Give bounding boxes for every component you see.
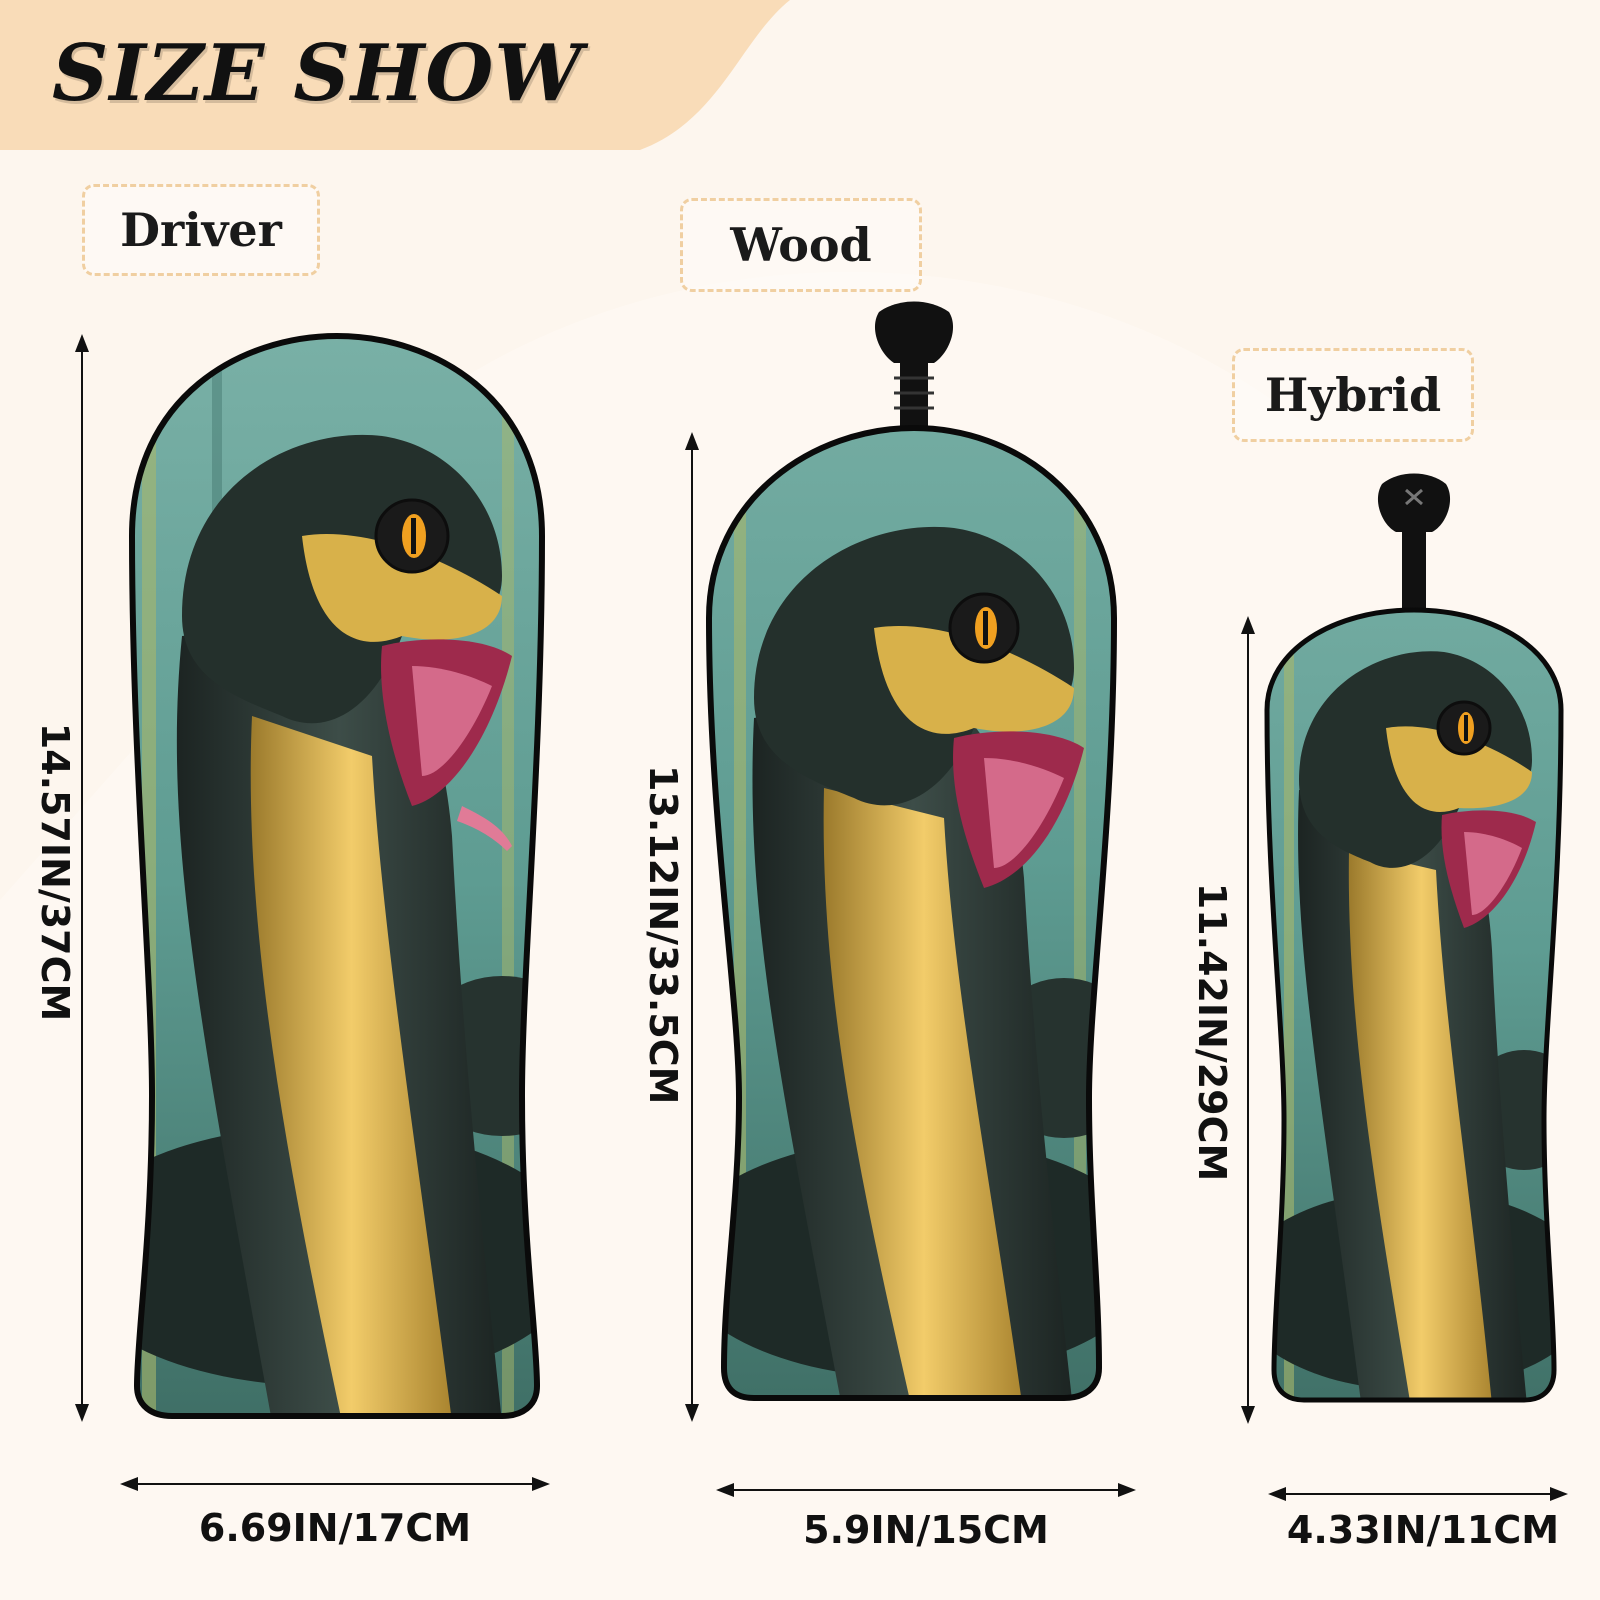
hybrid-hanging-tab xyxy=(1377,473,1451,614)
hybrid-tag: Hybrid xyxy=(1232,348,1474,442)
hybrid-snake-artwork xyxy=(1267,610,1561,1400)
driver-tag: Driver xyxy=(82,184,320,276)
driver-height-arrow xyxy=(75,334,89,1422)
wood-tag-label: Wood xyxy=(730,218,872,272)
driver-headcover xyxy=(128,332,546,1419)
wood-hanging-tab xyxy=(874,301,954,432)
wood-height-label: 13.12IN/33.5CM xyxy=(641,765,685,1105)
hybrid-height-arrow xyxy=(1241,616,1255,1424)
hybrid-width-label: 4.33IN/11CM xyxy=(1286,1508,1560,1552)
hybrid-width-arrow xyxy=(1268,1487,1568,1501)
wood-width-arrow xyxy=(716,1483,1136,1497)
driver-snake-artwork xyxy=(132,336,542,1416)
wood-height-arrow xyxy=(685,432,699,1422)
page-title: SIZE SHOW xyxy=(52,28,583,119)
driver-tag-label: Driver xyxy=(120,203,282,257)
hybrid-tag-label: Hybrid xyxy=(1264,368,1442,422)
driver-width-arrow xyxy=(120,1477,550,1491)
driver-height-label: 14.57IN/37CM xyxy=(33,722,77,1022)
wood-tag: Wood xyxy=(680,198,922,292)
wood-width-label: 5.9IN/15CM xyxy=(803,1508,1049,1552)
wood-snake-artwork xyxy=(709,428,1114,1398)
driver-width-label: 6.69IN/17CM xyxy=(198,1506,472,1550)
wood-headcover xyxy=(705,301,1118,1401)
hybrid-headcover xyxy=(1264,473,1564,1403)
hybrid-height-label: 11.42IN/29CM xyxy=(1190,882,1234,1182)
